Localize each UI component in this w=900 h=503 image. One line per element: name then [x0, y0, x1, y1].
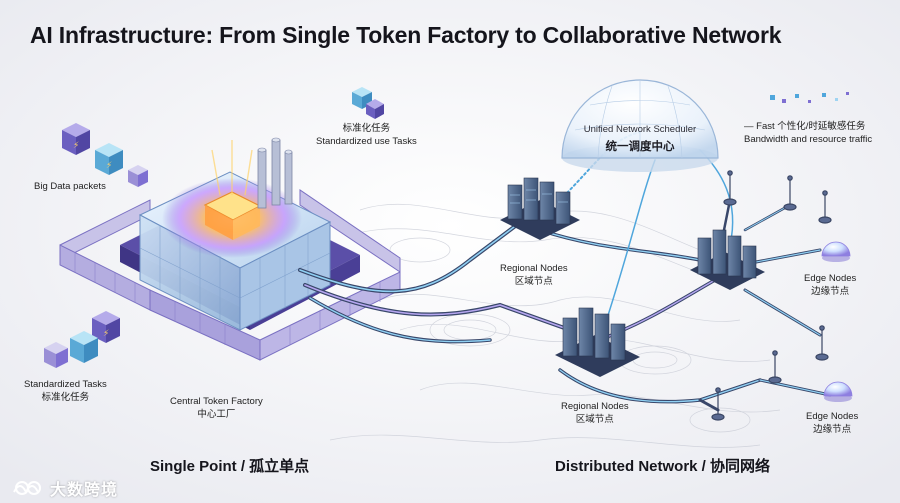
watermark: 大数跨境 [14, 476, 118, 500]
standardized-top-en: Standardized use Tasks [316, 136, 417, 147]
fast-line-2: Bandwidth and resource traffic [744, 134, 873, 145]
fast-line-1: — Fast 个性化/时延敏感任务 [744, 121, 866, 132]
standardized-bottom-en: Standardized Tasks [24, 379, 107, 390]
fast-traffic-label: — Fast 个性化/时延敏感任务 Bandwidth and resource… [744, 120, 872, 146]
scheduler-label: Unified Network Scheduler 统一调度中心 [574, 124, 706, 154]
central-factory-label: Central Token Factory 中心工厂 [170, 395, 263, 421]
edge-bottom-label: Edge Nodes 边缘节点 [806, 410, 858, 436]
factory-fence [59, 189, 401, 361]
edge-top-en: Edge Nodes [804, 273, 857, 284]
terrain-contours [329, 203, 781, 448]
svg-text:⚡: ⚡ [73, 141, 79, 151]
regional-node-bottom [555, 307, 640, 377]
central-factory-en: Central Token Factory [170, 396, 263, 407]
watermark-icon [15, 481, 41, 495]
regional-node-top [500, 177, 580, 240]
central-factory-cn: 中心工厂 [197, 409, 236, 420]
traffic-particles [770, 92, 849, 103]
edge-bottom-en: Edge Nodes [806, 411, 859, 422]
scheduler-en: Unified Network Scheduler [583, 124, 697, 135]
central-token-factory [120, 137, 360, 331]
standardized-bottom-cn: 标准化任务 [41, 392, 90, 403]
edge-top-label: Edge Nodes 边缘节点 [804, 272, 856, 298]
edge-bottom-cn: 边缘节点 [813, 424, 852, 435]
edge-spheres [821, 241, 853, 402]
scheduler-dome [561, 79, 719, 172]
regional-bottom-en: Regional Nodes [561, 401, 629, 412]
regional-top-label: Regional Nodes 区域节点 [500, 262, 568, 288]
regional-bottom-cn: 区域节点 [575, 414, 614, 425]
single-point-caption: Single Point / 孤立单点 [150, 458, 310, 475]
distributed-network-caption: Distributed Network / 协同网络 [555, 458, 771, 475]
data-cubes: ⚡ ⚡ ⚡ [44, 87, 384, 368]
svg-text:⚡: ⚡ [106, 161, 112, 171]
regional-top-en: Regional Nodes [500, 263, 568, 274]
standardized-top-label: 标准化任务 Standardized use Tasks [316, 122, 417, 148]
edge-top-cn: 边缘节点 [811, 286, 850, 297]
regional-top-cn: 区域节点 [514, 276, 553, 287]
standardized-top-cn: 标准化任务 [342, 123, 391, 134]
regional-bottom-label: Regional Nodes 区域节点 [561, 400, 629, 426]
big-data-packets-label: Big Data packets [34, 180, 106, 193]
factory-chimneys [257, 137, 293, 209]
page-title: AI Infrastructure: From Single Token Fac… [30, 22, 782, 48]
big-data-packets-text: Big Data packets [34, 181, 106, 192]
standardized-bottom-label: Standardized Tasks 标准化任务 [24, 378, 107, 404]
scheduler-cn: 统一调度中心 [605, 141, 675, 153]
watermark-text: 大数跨境 [50, 482, 119, 499]
svg-text:⚡: ⚡ [103, 329, 109, 339]
regional-node-right [690, 229, 765, 290]
network-cables [298, 131, 832, 412]
edge-antennas [711, 170, 832, 421]
